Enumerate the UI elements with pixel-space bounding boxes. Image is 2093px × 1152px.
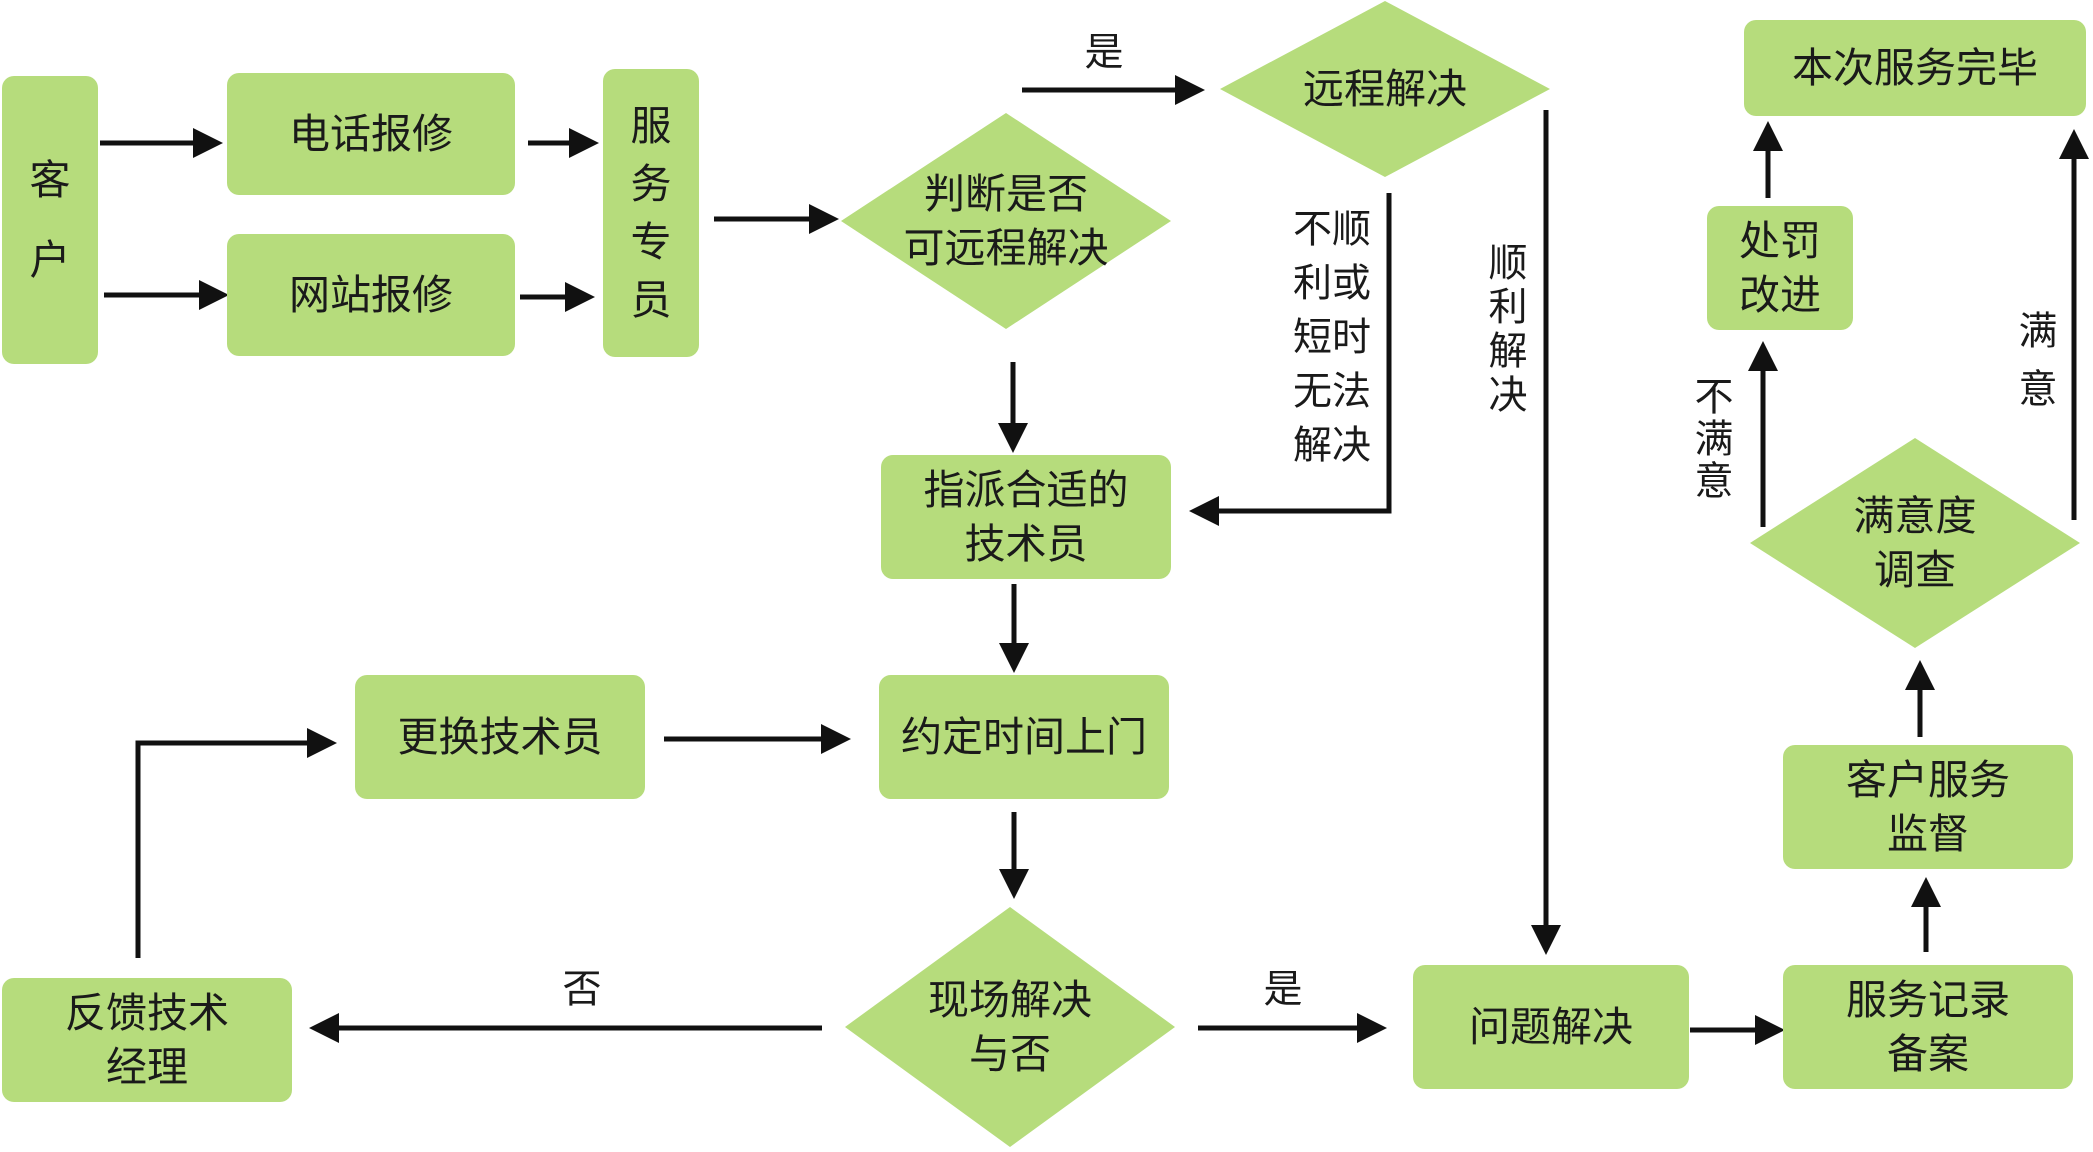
arrow-14 <box>135 728 337 958</box>
assign-tech-label-line: 技术员 <box>965 520 1088 568</box>
remote-solve-label-line: 远程解决 <box>1303 65 1467 113</box>
record-filing-box <box>1783 965 2073 1089</box>
remote-success-edge-label-line: 利 <box>1488 286 1527 331</box>
remote-failed-edge-label-line: 不顺 <box>1293 208 1371 253</box>
not-satisfied-edge-label-line: 意 <box>1694 460 1733 505</box>
problem-solved-box <box>1413 965 1689 1089</box>
feedback-manager-label-line: 反馈技术 <box>65 989 229 1037</box>
customer-label-line: 客 <box>30 156 71 204</box>
schedule-visit-label-line: 约定时间上门 <box>901 713 1147 761</box>
yes-remote-edge-label-line: 是 <box>1084 31 1123 76</box>
service-specialist-box <box>603 69 699 357</box>
service-complete-label-line: 本次服务完毕 <box>1792 44 2038 92</box>
not-satisfied-edge-label-line: 满 <box>1694 418 1733 463</box>
remote-failed-edge-label-line: 解决 <box>1293 424 1371 469</box>
cs-supervision-label-line: 监督 <box>1887 810 1969 858</box>
feedback-manager-box <box>2 978 292 1102</box>
satisfied-edge-label: 满意 <box>2018 310 2057 413</box>
feedback-manager-label-line: 经理 <box>106 1043 188 1091</box>
web-repair-box <box>227 234 515 356</box>
satisfied-edge-label-line: 满 <box>2018 310 2057 355</box>
record-filing-label-line: 服务记录 <box>1846 976 2010 1024</box>
no-onsite-edge-label-line: 否 <box>562 968 601 1013</box>
onsite-solved-diamond <box>845 907 1175 1147</box>
replace-tech-box <box>355 675 645 799</box>
no-onsite-edge-label: 否 <box>562 968 601 1013</box>
problem-solved-label-line: 问题解决 <box>1469 1003 1633 1051</box>
phone-repair-label-line: 电话报修 <box>289 110 453 158</box>
remote-solve-diamond <box>1220 1 1550 177</box>
service-specialist-label-line: 专 <box>631 218 672 266</box>
remote-success-edge-label-line: 决 <box>1488 374 1527 419</box>
arrow-8 <box>1189 193 1392 526</box>
satisfaction-survey-label-line: 满意度 <box>1854 492 1977 540</box>
service-specialist-label-line: 员 <box>631 276 672 324</box>
judge-remote-diamond <box>841 113 1171 329</box>
customer-label-line: 户 <box>30 236 71 284</box>
onsite-solved-label-line: 与否 <box>969 1030 1051 1078</box>
yes-onsite-edge-label: 是 <box>1263 968 1302 1013</box>
customer-box <box>2 76 98 364</box>
judge-remote-label-line: 可远程解决 <box>904 224 1109 272</box>
customer-node: 客户 <box>2 76 98 364</box>
remote-failed-edge-label-line: 利或 <box>1293 262 1371 307</box>
service-complete-box <box>1744 20 2086 116</box>
web-repair-node: 网站报修 <box>227 234 515 356</box>
remote-failed-edge-label-line: 无法 <box>1293 370 1371 415</box>
schedule-visit-node: 约定时间上门 <box>879 675 1169 799</box>
service-specialist-label-line: 服 <box>631 102 672 150</box>
satisfied-edge-label-line: 意 <box>2018 368 2057 413</box>
remote-success-edge-label-line: 解 <box>1488 330 1527 375</box>
replace-tech-label-line: 更换技术员 <box>398 713 603 761</box>
remote-solve-node: 远程解决 <box>1220 1 1550 177</box>
problem-solved-node: 问题解决 <box>1413 965 1689 1089</box>
judge-remote-label-line: 判断是否 <box>924 170 1088 218</box>
phone-repair-box <box>227 73 515 195</box>
record-filing-label-line: 备案 <box>1887 1030 1969 1078</box>
assign-tech-box <box>881 455 1171 579</box>
penalty-improve-label-line: 改进 <box>1739 271 1821 319</box>
penalty-improve-label-line: 处罚 <box>1739 217 1821 265</box>
satisfaction-survey-diamond <box>1750 438 2080 648</box>
satisfaction-survey-label-line: 调查 <box>1874 546 1956 594</box>
not-satisfied-edge-label: 不满意 <box>1694 376 1733 505</box>
service-specialist-label-line: 务 <box>631 160 672 208</box>
remote-success-edge-label-line: 顺 <box>1488 242 1527 287</box>
cs-supervision-box <box>1783 745 2073 869</box>
replace-tech-node: 更换技术员 <box>355 675 645 799</box>
not-satisfied-edge-label-line: 不 <box>1694 376 1733 421</box>
phone-repair-node: 电话报修 <box>227 73 515 195</box>
cs-supervision-label-line: 客户服务 <box>1846 756 2010 804</box>
remote-failed-edge-label-line: 短时 <box>1293 316 1371 361</box>
web-repair-label-line: 网站报修 <box>289 271 453 319</box>
yes-remote-edge-label: 是 <box>1084 31 1123 76</box>
yes-onsite-edge-label-line: 是 <box>1263 968 1302 1013</box>
penalty-improve-box <box>1707 206 1853 330</box>
service-complete-node: 本次服务完毕 <box>1744 20 2086 116</box>
onsite-solved-label-line: 现场解决 <box>928 976 1092 1024</box>
schedule-visit-box <box>879 675 1169 799</box>
assign-tech-label-line: 指派合适的 <box>924 466 1129 514</box>
